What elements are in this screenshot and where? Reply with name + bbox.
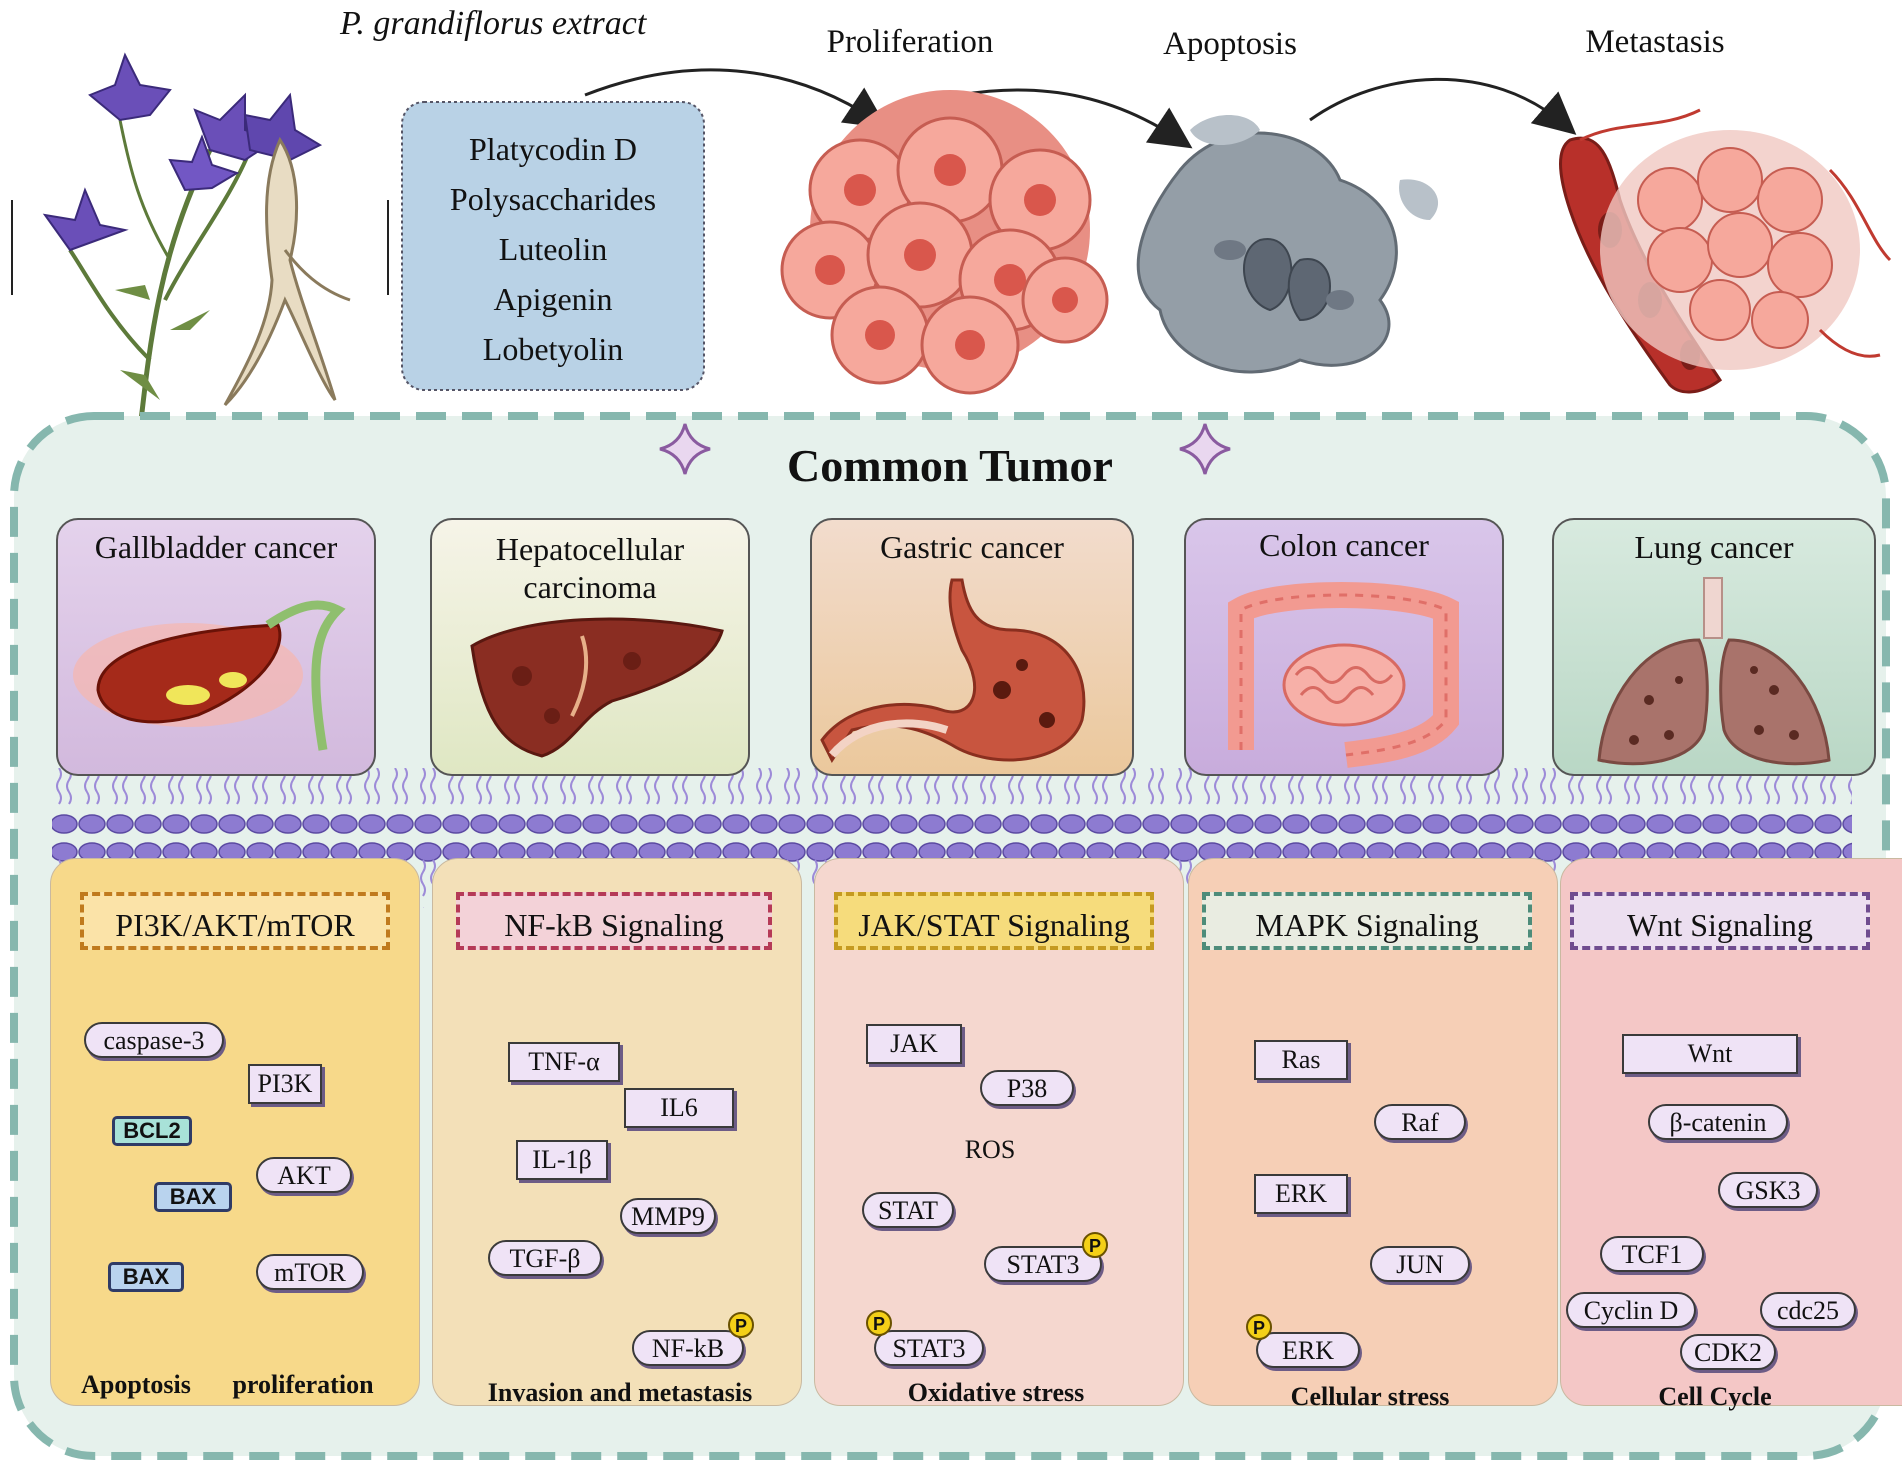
tumor-label: Colon cancer xyxy=(1259,527,1429,563)
compound-lobetyolin: Lobetyolin xyxy=(482,331,624,367)
stomach-illustration xyxy=(820,578,1086,763)
extract-title: P. grandiflorus extract xyxy=(340,5,647,42)
node-erk: ERK xyxy=(1254,1174,1348,1214)
compound-polysaccharides: Polysaccharides xyxy=(449,181,657,217)
outcome-proliferation: proliferation xyxy=(232,1370,374,1399)
compound-luteolin: Luteolin xyxy=(498,231,608,267)
arrow-to-proliferation xyxy=(584,68,888,129)
compound-platycodin-d: Platycodin D xyxy=(469,131,637,167)
node-nf-kb: NF-kB xyxy=(632,1330,744,1366)
outcome-cellular-stress: Cellular stress xyxy=(1290,1382,1450,1411)
proliferation-cell-cluster xyxy=(780,90,1109,395)
node-beta-catenin: β-catenin xyxy=(1648,1104,1788,1140)
node-stat: STAT xyxy=(862,1192,954,1228)
star-icon xyxy=(659,423,711,475)
tumor-label: Lung cancer xyxy=(1634,529,1794,565)
tumor-card-gallbladder: Gallbladder cancer xyxy=(56,518,376,776)
platycodon-plant-illustration xyxy=(11,52,389,431)
arrow-to-apoptosis xyxy=(959,88,1193,149)
tumor-card-lung: Lung cancer xyxy=(1552,518,1876,776)
stage-proliferation: Proliferation xyxy=(826,24,994,60)
pathway-title-pi3k: PI3K/AKT/mTOR xyxy=(80,892,390,950)
apoptotic-cell xyxy=(1136,115,1439,374)
node-caspase-3: caspase-3 xyxy=(84,1022,224,1058)
node-stat3-dna: STAT3 xyxy=(874,1330,984,1366)
node-p38: P38 xyxy=(980,1070,1074,1106)
node-raf: Raf xyxy=(1374,1104,1466,1140)
compound-apigenin: Apigenin xyxy=(493,281,613,317)
node-pi3k: PI3K xyxy=(248,1064,322,1104)
tumor-label-line1: Hepatocellular xyxy=(495,531,685,567)
node-ras: Ras xyxy=(1254,1040,1348,1080)
node-cyclin-d: Cyclin D xyxy=(1566,1292,1696,1328)
phospho-badge: P xyxy=(866,1310,892,1336)
gallbladder-illustration xyxy=(73,600,346,751)
tag-bcl2: BCL2 xyxy=(112,1116,192,1146)
phospho-badge: P xyxy=(1082,1232,1108,1258)
node-erk-phospho: ERK xyxy=(1256,1332,1360,1368)
pathway-title-nfkb: NF-kB Signaling xyxy=(456,892,772,950)
node-tcf1: TCF1 xyxy=(1600,1236,1704,1272)
node-stat3-phospho: STAT3 xyxy=(984,1246,1102,1282)
colon-illustration xyxy=(1228,582,1459,768)
lung-illustration xyxy=(1597,577,1831,766)
common-tumor-title: Common Tumor xyxy=(787,440,1113,491)
tumor-card-hepatocellular: Hepatocellular carcinoma xyxy=(430,518,750,776)
outcome-oxidative-stress: Oxidative stress xyxy=(907,1378,1085,1407)
pathway-title-jak-stat: JAK/STAT Signaling xyxy=(834,892,1154,950)
node-mmp9: MMP9 xyxy=(620,1198,716,1234)
tumor-card-colon: Colon cancer xyxy=(1184,518,1504,776)
node-mtor: mTOR xyxy=(256,1254,364,1290)
tag-bax-1: BAX xyxy=(154,1182,232,1212)
node-cdk2: CDK2 xyxy=(1680,1334,1776,1370)
tag-bax-2: BAX xyxy=(108,1262,184,1292)
phospho-badge: P xyxy=(728,1312,754,1338)
stage-metastasis: Metastasis xyxy=(1585,24,1725,60)
stage-apoptosis: Apoptosis xyxy=(1163,26,1297,62)
outcome-cell-cycle: Cell Cycle xyxy=(1658,1382,1772,1411)
tumor-label: Gallbladder cancer xyxy=(94,529,338,565)
pathway-title-wnt: Wnt Signaling xyxy=(1570,892,1870,950)
node-il6: IL6 xyxy=(624,1088,734,1128)
tumor-card-gastric: Gastric cancer xyxy=(810,518,1134,776)
node-cdc25: cdc25 xyxy=(1760,1292,1856,1328)
arrow-to-metastasis xyxy=(1309,77,1577,135)
outcome-invasion-metastasis: Invasion and metastasis xyxy=(487,1378,753,1407)
node-tgf-beta: TGF-β xyxy=(488,1240,602,1276)
node-akt: AKT xyxy=(256,1157,352,1193)
node-jun: JUN xyxy=(1370,1246,1470,1282)
outcome-apoptosis: Apoptosis xyxy=(81,1370,191,1399)
node-wnt: Wnt xyxy=(1622,1034,1798,1074)
metastasis-vessel-illustration xyxy=(1559,108,1892,394)
liver-illustration xyxy=(470,617,724,758)
tumor-label: Gastric cancer xyxy=(880,529,1064,565)
tumor-label-line2: carcinoma xyxy=(523,569,657,605)
pathway-title-mapk: MAPK Signaling xyxy=(1202,892,1532,950)
compound-box xyxy=(401,101,705,391)
node-ros: ROS xyxy=(964,1135,1016,1164)
node-tnf-alpha: TNF-α xyxy=(508,1042,620,1082)
node-jak: JAK xyxy=(866,1024,962,1064)
node-gsk3: GSK3 xyxy=(1718,1172,1818,1208)
star-icon xyxy=(1179,423,1231,475)
compound-list: Platycodin D Polysaccharides Luteolin Ap… xyxy=(402,124,704,374)
phospho-badge: P xyxy=(1246,1314,1272,1340)
node-il-1-beta: IL-1β xyxy=(516,1140,608,1180)
